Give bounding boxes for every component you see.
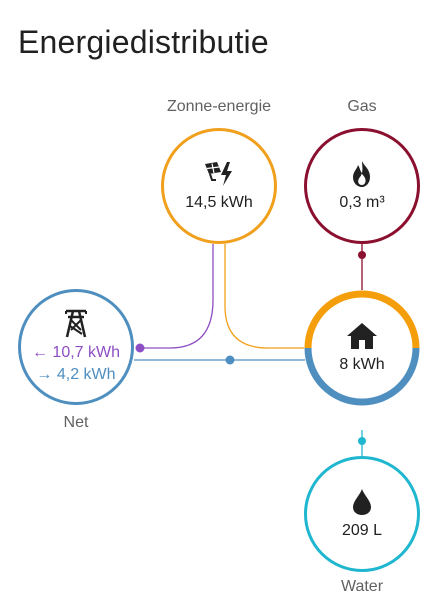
solar-panel-icon [205,162,232,186]
water-flow-dot [358,437,366,445]
water-label: Water [340,578,384,595]
home-ring [304,290,420,406]
gas-label: Gas [347,98,377,115]
gas-node[interactable]: 0,3 m³ [304,128,420,244]
card-title: Energiedistributie [18,24,269,60]
home-value: 8 kWh [339,356,385,373]
grid-returned-value: → 4,2 kWh [36,366,116,383]
gas-flow-dot [358,251,366,259]
solar-node[interactable]: 14,5 kWh [161,128,277,244]
grid-consumed-value: ← 10,7 kWh [31,344,121,361]
grid-label: Net [63,414,89,431]
solar-label: Zonne-energie [166,98,272,115]
solar-to-grid-line [140,244,214,349]
fire-icon [353,161,370,187]
grid-flow-dot [225,355,235,365]
water-drop-icon [353,489,371,515]
gas-value: 0,3 m³ [339,194,385,211]
water-value: 209 L [341,522,383,539]
return-flow-dot [135,343,145,353]
solar-value: 14,5 kWh [185,194,253,211]
home-node[interactable]: 8 kWh [304,290,420,406]
solar-to-home-line [224,244,305,349]
home-icon [347,323,377,349]
transmission-tower-icon [65,309,87,338]
grid-node[interactable]: ← 10,7 kWh → 4,2 kWh [18,289,134,405]
water-node[interactable]: 209 L [304,456,420,572]
